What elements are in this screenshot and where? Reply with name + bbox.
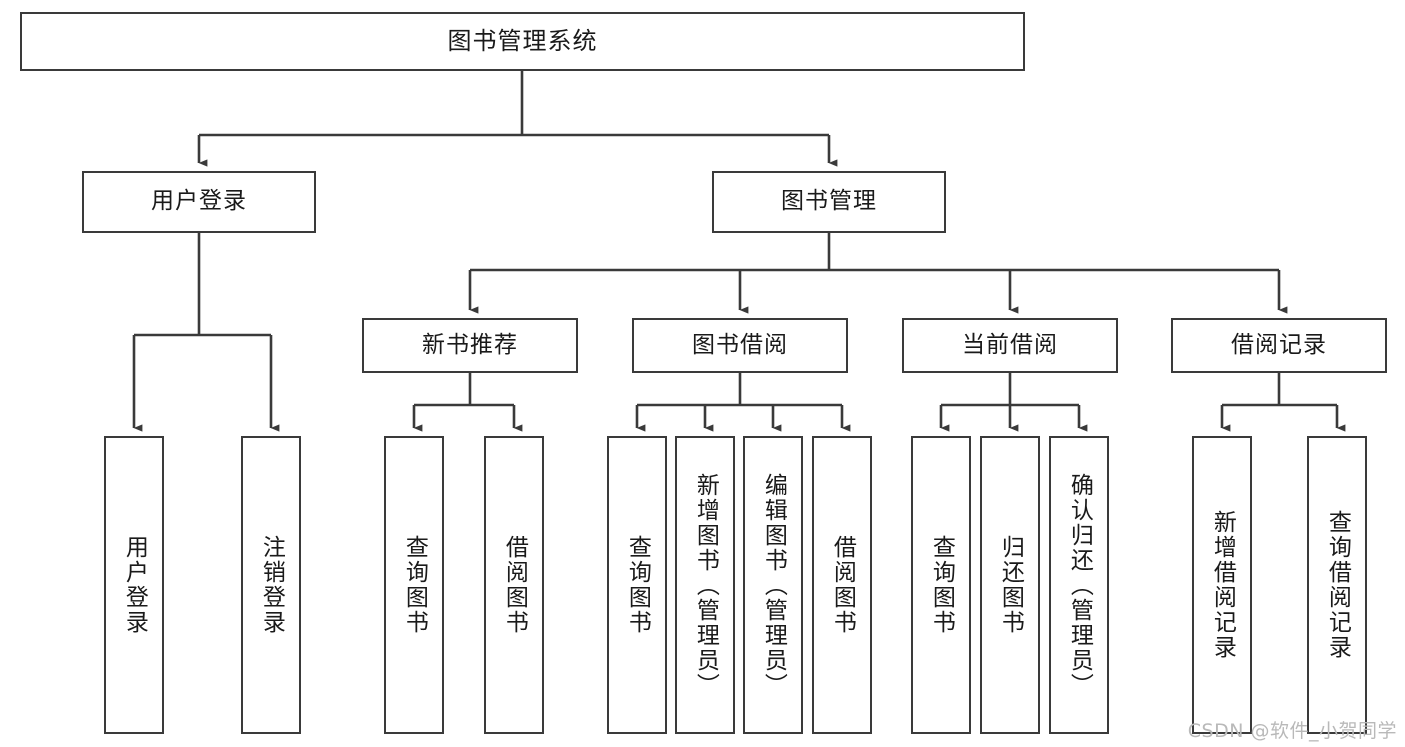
- node-leaf-query-book-2[interactable]: 查询图书: [607, 436, 667, 734]
- node-label: 编辑图书（管理员）: [760, 472, 787, 698]
- node-label: 查询借阅记录: [1324, 510, 1351, 660]
- node-borrow-record[interactable]: 借阅记录: [1171, 318, 1387, 373]
- node-book-manage[interactable]: 图书管理: [712, 171, 946, 233]
- node-label: 图书借阅: [692, 331, 788, 358]
- node-leaf-return-book[interactable]: 归还图书: [980, 436, 1040, 734]
- node-leaf-borrow-book-2[interactable]: 借阅图书: [812, 436, 872, 734]
- node-label: 查询图书: [928, 535, 955, 635]
- node-root-book-management-system[interactable]: 图书管理系统: [20, 12, 1025, 71]
- node-label: 用户登录: [151, 188, 247, 215]
- node-label: 归还图书: [997, 535, 1024, 635]
- node-leaf-borrow-book-1[interactable]: 借阅图书: [484, 436, 544, 734]
- node-label: 借阅图书: [501, 535, 528, 635]
- node-label: 确认归还（管理员）: [1066, 472, 1093, 698]
- node-label: 查询图书: [624, 535, 651, 635]
- node-label: 注销登录: [258, 535, 285, 635]
- node-label: 用户登录: [121, 535, 148, 635]
- node-book-borrow[interactable]: 图书借阅: [632, 318, 848, 373]
- node-label: 图书管理: [781, 188, 877, 215]
- node-label: 查询图书: [401, 535, 428, 635]
- node-leaf-user-login[interactable]: 用户登录: [104, 436, 164, 734]
- node-leaf-add-record[interactable]: 新增借阅记录: [1192, 436, 1252, 734]
- node-label: 新增借阅记录: [1209, 510, 1236, 660]
- node-leaf-query-book-3[interactable]: 查询图书: [911, 436, 971, 734]
- node-label: 新书推荐: [422, 331, 518, 358]
- node-leaf-add-book[interactable]: 新增图书（管理员）: [675, 436, 735, 734]
- node-leaf-query-record[interactable]: 查询借阅记录: [1307, 436, 1367, 734]
- node-leaf-logout-login[interactable]: 注销登录: [241, 436, 301, 734]
- node-label: 图书管理系统: [447, 27, 598, 56]
- node-user-login[interactable]: 用户登录: [82, 171, 316, 233]
- node-leaf-query-book-1[interactable]: 查询图书: [384, 436, 444, 734]
- node-leaf-edit-book[interactable]: 编辑图书（管理员）: [743, 436, 803, 734]
- node-label: 借阅记录: [1231, 331, 1327, 358]
- node-label: 新增图书（管理员）: [692, 472, 719, 698]
- node-label: 借阅图书: [829, 535, 856, 635]
- node-leaf-confirm-return[interactable]: 确认归还（管理员）: [1049, 436, 1109, 734]
- node-current-borrow[interactable]: 当前借阅: [902, 318, 1118, 373]
- node-new-book-recommend[interactable]: 新书推荐: [362, 318, 578, 373]
- node-label: 当前借阅: [962, 331, 1058, 358]
